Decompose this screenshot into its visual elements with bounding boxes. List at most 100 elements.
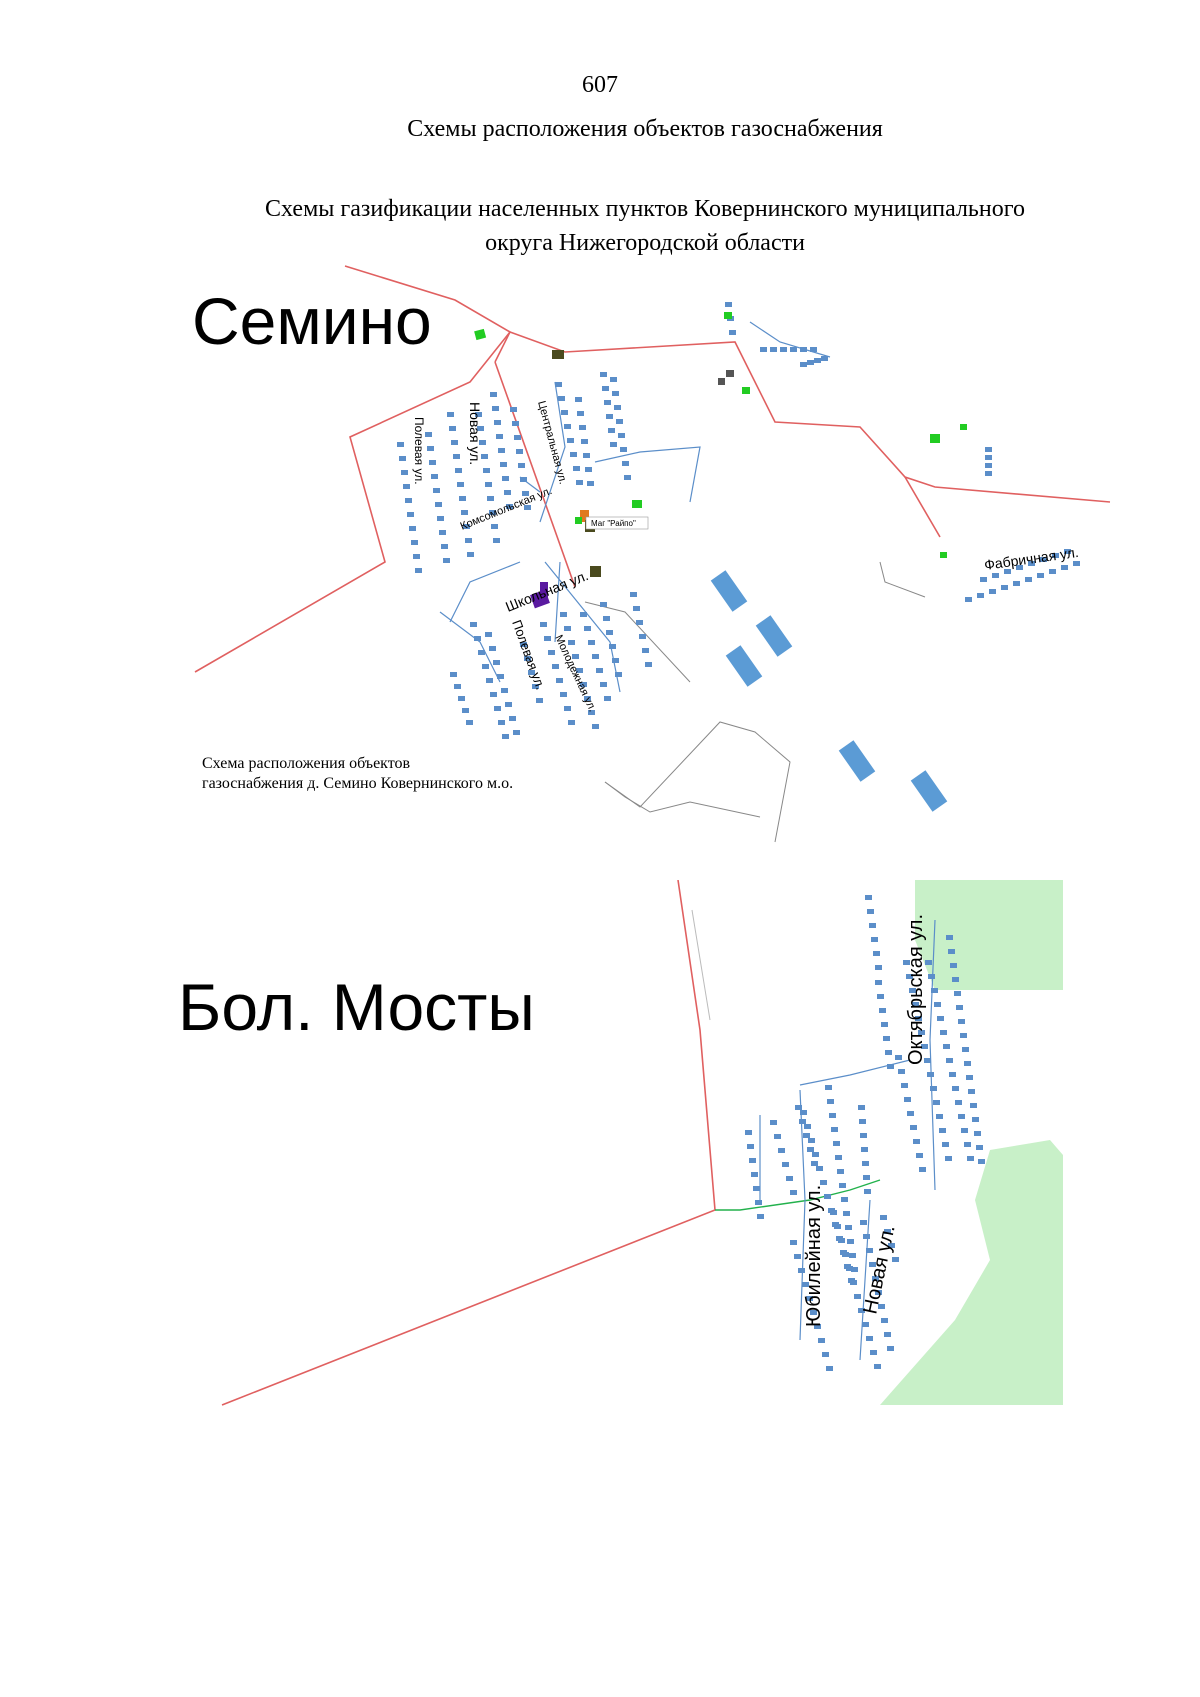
- house-marker: [536, 698, 543, 703]
- house-marker: [968, 1089, 975, 1094]
- house-marker: [600, 682, 607, 687]
- gas-pipeline-main: [221, 880, 716, 1406]
- house-marker: [866, 1248, 873, 1253]
- house-marker: [642, 648, 649, 653]
- house-marker: [453, 454, 460, 459]
- house-marker: [919, 1167, 926, 1172]
- house-marker: [489, 510, 496, 515]
- house-marker: [837, 1169, 844, 1174]
- house-marker: [612, 658, 619, 663]
- house-marker: [950, 963, 957, 968]
- house-marker: [985, 463, 992, 468]
- house-marker: [592, 654, 599, 659]
- house-marker: [441, 544, 448, 549]
- house-marker: [965, 597, 972, 602]
- house-marker: [782, 1162, 789, 1167]
- house-marker: [466, 720, 473, 725]
- house-marker: [778, 1148, 785, 1153]
- house-marker: [858, 1105, 865, 1110]
- house-marker: [814, 1324, 821, 1329]
- house-marker: [616, 419, 623, 424]
- house-marker: [1073, 561, 1080, 566]
- street-label-shkolnaya: Школьная ул.: [503, 567, 590, 615]
- house-marker: [413, 554, 420, 559]
- house-marker: [494, 420, 501, 425]
- house-marker: [946, 1058, 953, 1063]
- house-marker: [812, 1152, 819, 1157]
- house-marker: [811, 1161, 818, 1166]
- house-marker: [884, 1332, 891, 1337]
- house-marker: [1013, 581, 1020, 586]
- house-marker: [862, 1161, 869, 1166]
- house-marker: [490, 392, 497, 397]
- house-marker: [864, 1189, 871, 1194]
- house-marker: [931, 988, 938, 993]
- street-label-novaya: Новая ул.: [467, 402, 483, 465]
- house-marker: [869, 923, 876, 928]
- house-marker: [803, 1133, 810, 1138]
- house-marker: [470, 622, 477, 627]
- house-marker: [580, 682, 587, 687]
- utility-building: [552, 350, 564, 359]
- house-marker: [822, 1352, 829, 1357]
- house-marker: [881, 1022, 888, 1027]
- house-marker: [492, 406, 499, 411]
- house-marker: [622, 461, 629, 466]
- house-marker: [925, 960, 932, 965]
- subheading-line-1: Схемы газификации населенных пунктов Ков…: [265, 196, 1025, 222]
- house-marker: [500, 462, 507, 467]
- house-marker: [875, 965, 882, 970]
- house-marker: [588, 710, 595, 715]
- house-marker: [443, 558, 450, 563]
- house-marker: [873, 951, 880, 956]
- house-marker: [794, 1254, 801, 1259]
- house-marker: [520, 642, 527, 647]
- house-marker: [729, 330, 736, 335]
- house-marker: [870, 1350, 877, 1355]
- house-marker: [564, 424, 571, 429]
- house-marker: [485, 482, 492, 487]
- house-marker: [482, 664, 489, 669]
- house-marker: [513, 730, 520, 735]
- house-marker: [498, 448, 505, 453]
- house-marker: [985, 447, 992, 452]
- house-marker: [493, 538, 500, 543]
- place-name-bol-mosty: Бол. Мосты: [178, 970, 535, 1044]
- house-marker: [425, 432, 432, 437]
- house-marker: [439, 530, 446, 535]
- map-semino: Полевая ул. Новая ул. Центральная ул. Ко…: [0, 262, 1200, 862]
- house-marker: [795, 1105, 802, 1110]
- house-marker: [749, 1158, 756, 1163]
- house-marker: [490, 692, 497, 697]
- house-marker: [447, 412, 454, 417]
- house-marker: [849, 1253, 856, 1258]
- house-marker: [967, 1156, 974, 1161]
- house-marker: [907, 1111, 914, 1116]
- house-marker: [863, 1175, 870, 1180]
- house-marker: [878, 1304, 885, 1309]
- house-marker: [572, 654, 579, 659]
- house-marker: [954, 991, 961, 996]
- house-marker: [866, 1336, 873, 1341]
- house-marker: [858, 1308, 865, 1313]
- house-marker: [843, 1211, 850, 1216]
- house-marker: [770, 347, 777, 352]
- house-marker: [411, 540, 418, 545]
- house-marker: [863, 1234, 870, 1239]
- house-marker: [1037, 573, 1044, 578]
- house-marker: [745, 1130, 752, 1135]
- house-marker: [474, 636, 481, 641]
- house-marker: [449, 426, 456, 431]
- house-marker: [804, 1124, 811, 1129]
- map-bol-mosty: Октябрьская ул. Юбилейная ул. Новая ул. …: [0, 880, 1200, 1440]
- house-marker: [524, 505, 531, 510]
- house-marker: [604, 696, 611, 701]
- house-marker: [510, 407, 517, 412]
- house-marker: [955, 1100, 962, 1105]
- house-marker: [451, 440, 458, 445]
- house-marker: [871, 937, 878, 942]
- house-marker: [964, 1061, 971, 1066]
- house-marker: [818, 1338, 825, 1343]
- house-marker: [548, 650, 555, 655]
- house-marker: [564, 626, 571, 631]
